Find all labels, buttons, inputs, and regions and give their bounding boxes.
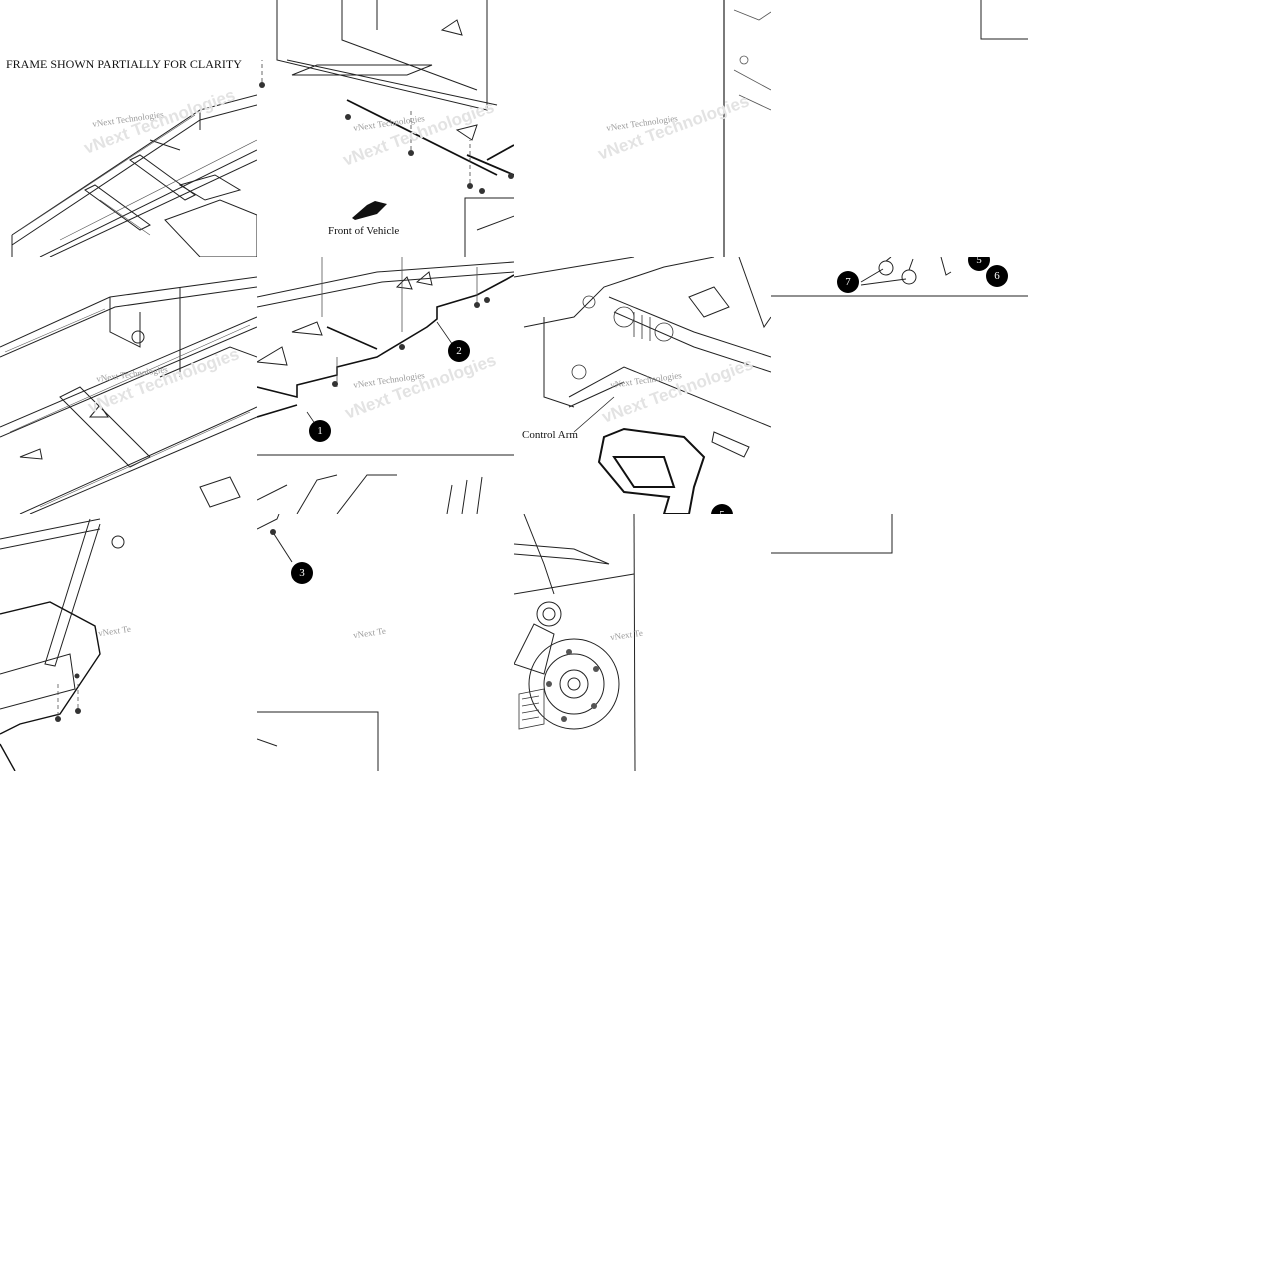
skid-plate-callouts-drawing [257, 257, 514, 456]
callout-5: 5 [968, 257, 990, 271]
corner-top-right-drawing [980, 0, 1028, 40]
callout-7: 7 [837, 271, 859, 293]
callout-3-drawing [257, 514, 379, 771]
frame-plate-drawing [0, 518, 125, 771]
tile-frame-overview: FRAME SHOWN PARTIALLY FOR CLARITY vNext … [0, 0, 257, 257]
fasteners-drawing [771, 257, 1028, 297]
callout-1: 1 [309, 420, 331, 442]
corner-bottom-right-drawing [771, 514, 893, 554]
hub-knuckle-drawing [514, 514, 636, 771]
tile-blank-top: vNext Technologies vNext Technologies [514, 0, 771, 257]
front-of-vehicle-label: Front of Vehicle [328, 225, 400, 237]
tile-skid-plate-top: Front of Vehicle vNext Technologies vNex… [257, 0, 514, 257]
frame-note-label: FRAME SHOWN PARTIALLY FOR CLARITY [6, 57, 242, 71]
front-arrow-icon [352, 201, 387, 220]
tile-corner-top-right [771, 0, 1028, 257]
control-arm-drawing [514, 257, 771, 514]
frame-detail-drawing [0, 276, 257, 514]
callout-2: 2 [448, 340, 470, 362]
tile-frame-detail: vNext Technologies vNext Technologies [0, 257, 257, 514]
callout-5-bottom: 5 [711, 504, 733, 514]
tile-hub-knuckle: vNext Te [514, 514, 771, 771]
tile-corner-bottom-right [771, 514, 1028, 771]
callout-3: 3 [291, 562, 313, 584]
control-arm-label: Control Arm [522, 429, 578, 441]
tile-fasteners: 5 6 7 [771, 257, 1028, 514]
blank-top-drawing [723, 0, 771, 257]
tile-control-arm: Control Arm 5 vNext Technologies vNext T… [514, 257, 771, 514]
tile-frame-plate: vNext Te [0, 514, 257, 771]
tile-callout-3: 3 vNext Te [257, 514, 514, 771]
callout-6: 6 [986, 265, 1008, 287]
skid-plate-top-drawing [259, 0, 514, 257]
frame-overview-drawing [11, 94, 257, 257]
tile-suspension-strip [257, 455, 514, 514]
suspension-strip-drawing [257, 455, 514, 514]
